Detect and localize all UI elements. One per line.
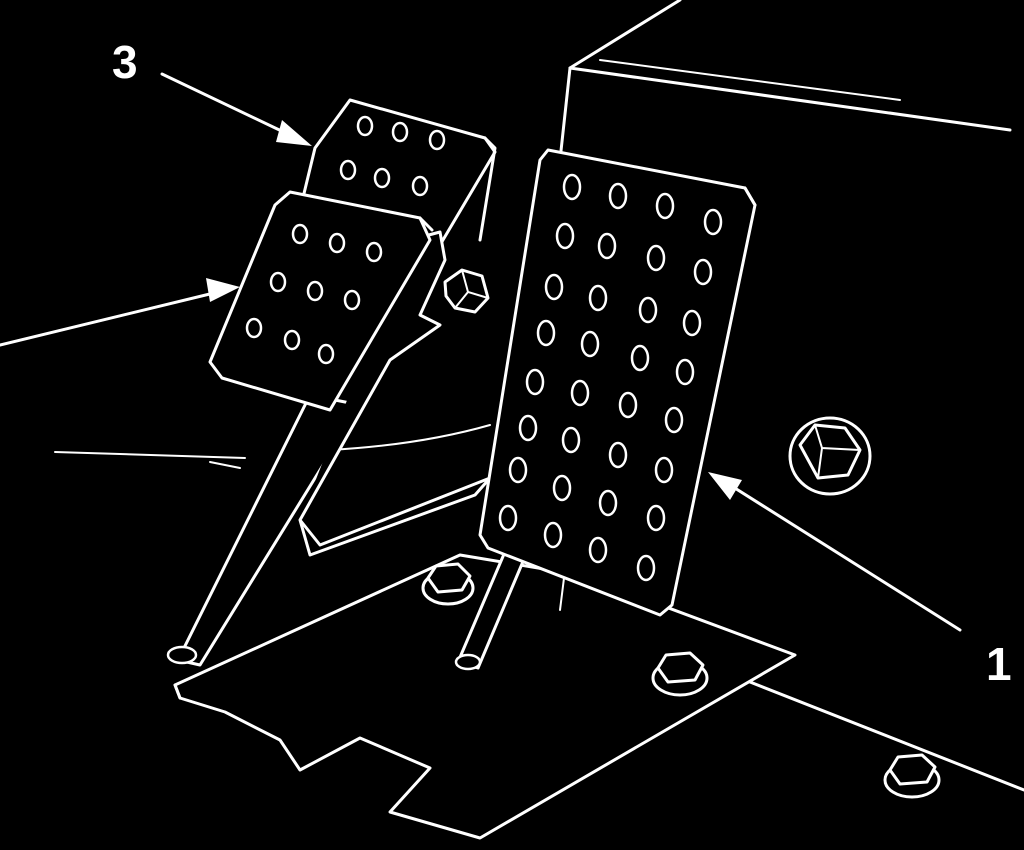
arrow-callout-3 xyxy=(160,72,312,146)
accelerator-pedal xyxy=(478,148,757,617)
arrow-callout-1 xyxy=(708,472,962,632)
housing-bolt xyxy=(788,416,872,496)
arrow-brake-pedal xyxy=(0,278,240,347)
accelerator-pedal-arm xyxy=(454,529,571,671)
pivot-bolt xyxy=(443,268,490,314)
brake-pedal-pad xyxy=(208,190,434,412)
base-bolt-right xyxy=(883,753,941,799)
brake-pedal-holes xyxy=(245,223,383,365)
callout-label-1: 1 xyxy=(986,638,1012,690)
floor-lines xyxy=(54,424,491,469)
upper-pedal-holes xyxy=(339,115,446,197)
accelerator-pedal-holes xyxy=(498,173,723,582)
callout-label-3: 3 xyxy=(112,36,138,88)
base-bolt-center xyxy=(651,651,709,697)
base-bolt-left xyxy=(421,562,475,606)
cabinet-housing xyxy=(558,0,1024,792)
